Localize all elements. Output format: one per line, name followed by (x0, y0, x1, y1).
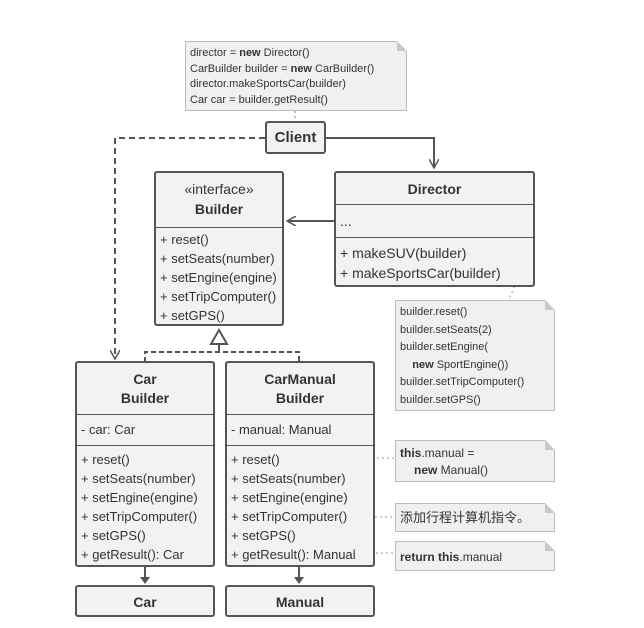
method-item: + setTripComputer() (160, 289, 277, 304)
method-item: + setSeats(number) (160, 251, 275, 266)
note-line-text: SportEngine()) (433, 358, 509, 371)
method-item: + setSeats(number) (231, 471, 346, 486)
method-item: + setEngine(engine) (160, 270, 277, 285)
car-builder-title-1: Car (133, 371, 157, 387)
note-line: director.makeSportsCar(builder) (190, 77, 346, 92)
method-item: + reset() (231, 452, 280, 467)
reset-note-post1: .manual = (421, 446, 475, 460)
result-note: return this.manual (395, 541, 555, 571)
method-item: + setEngine(engine) (81, 490, 198, 505)
car-manual-builder-box: CarManual Builder - manual: Manual + res… (225, 361, 375, 567)
builder-stereotype: «interface» (184, 181, 254, 197)
method-item: + getResult(): Manual (231, 547, 356, 562)
method-item: + reset() (81, 452, 130, 467)
director-box: Director ... + makeSUV(builder) + makeSp… (334, 171, 535, 287)
car-manual-builder-title-1: CarManual (264, 371, 336, 387)
client-note: director = new Director()CarBuilder buil… (185, 41, 407, 111)
note-line-text: Director() (260, 47, 310, 59)
method-item: + setGPS() (160, 308, 225, 323)
manual-title: Manual (275, 594, 325, 610)
car-box: Car (75, 585, 215, 617)
client-carbuilder-arrow (115, 137, 265, 358)
client-director-arrow (326, 137, 434, 167)
realization-lines (144, 351, 300, 362)
car-manual-builder-title-2: Builder (275, 390, 325, 406)
method-item: + setGPS() (231, 528, 296, 543)
note-line-text: builder.setEngine( (400, 341, 489, 353)
note-line-text: builder.setTripComputer() (400, 376, 525, 388)
result-note-post: .manual (459, 550, 503, 564)
director-note: builder.reset() builder.setSeats(2) builde… (395, 300, 555, 411)
note-line-text: builder.setGPS() (400, 393, 481, 406)
note-line: new SportEngine()) (400, 358, 508, 373)
car-title: Car (133, 594, 157, 610)
method-item: + setEngine(engine) (231, 490, 348, 505)
note-line-text: Car car = builder.getResult() (190, 93, 328, 106)
method-item: + setTripComputer() (81, 509, 198, 524)
car-manual-builder-field: - manual: Manual (231, 422, 332, 437)
note-line-text: builder.reset() (400, 306, 468, 318)
director-note-link (508, 276, 519, 301)
builder-title: Builder (194, 201, 244, 217)
reset-note: this.manual = new Manual() (395, 440, 555, 482)
note-line: builder.setEngine( (400, 340, 488, 355)
builder-interface-box: «interface» Builder + reset() + setSeats(… (154, 171, 284, 326)
director-field: ... (340, 213, 352, 229)
client-box: Client (265, 121, 326, 154)
reset-note-kw2: new (414, 463, 438, 477)
note-line-text (400, 359, 412, 371)
car-builder-title-2: Builder (120, 390, 170, 406)
note-line: director = new Director() (190, 46, 310, 61)
method-item: + setTripComputer() (231, 509, 348, 524)
method-item: + reset() (160, 232, 209, 247)
note-line: builder.setSeats(2) (400, 323, 492, 338)
car-builder-field: - car: Car (81, 422, 136, 437)
reset-note-kw1: this (400, 446, 422, 460)
director-method-sportscar: + makeSportsCar(builder) (340, 265, 501, 281)
note-line-keyword: new (239, 47, 261, 59)
result-note-kw2: this (438, 550, 460, 564)
note-line: builder.reset() (400, 305, 467, 320)
note-line: builder.setTripComputer() (400, 375, 524, 390)
note-line-text: director.makeSportsCar(builder) (190, 78, 346, 90)
trip-note: 添加行程计算机指令。 (395, 503, 555, 532)
realization-triangle (209, 327, 229, 345)
note-line: Car car = builder.getResult() (190, 93, 328, 108)
trip-note-text: 添加行程计算机指令。 (400, 510, 531, 525)
result-note-kw1: return (400, 550, 435, 564)
method-item: + setSeats(number) (81, 471, 196, 486)
note-line: CarBuilder builder = new CarBuilder() (190, 62, 374, 77)
method-item: + getResult(): Car (81, 547, 184, 562)
client-title: Client (274, 129, 317, 146)
note-line-text: CarBuilder() (312, 62, 375, 75)
reset-note-post2: Manual() (437, 463, 489, 477)
director-method-suv: + makeSUV(builder) (340, 245, 467, 261)
note-line-keyword: new (412, 358, 434, 371)
manual-box: Manual (225, 585, 375, 617)
note-line-text: builder.setSeats(2) (400, 323, 492, 336)
note-line: builder.setGPS() (400, 393, 481, 408)
note-line-text: director = (190, 47, 240, 59)
director-title: Director (407, 181, 462, 197)
note-line-text: CarBuilder builder = (190, 62, 291, 75)
method-item: + setGPS() (81, 528, 146, 543)
note-line-keyword: new (290, 62, 312, 75)
car-builder-box: Car Builder - car: Car + reset() + setSea… (75, 361, 215, 567)
